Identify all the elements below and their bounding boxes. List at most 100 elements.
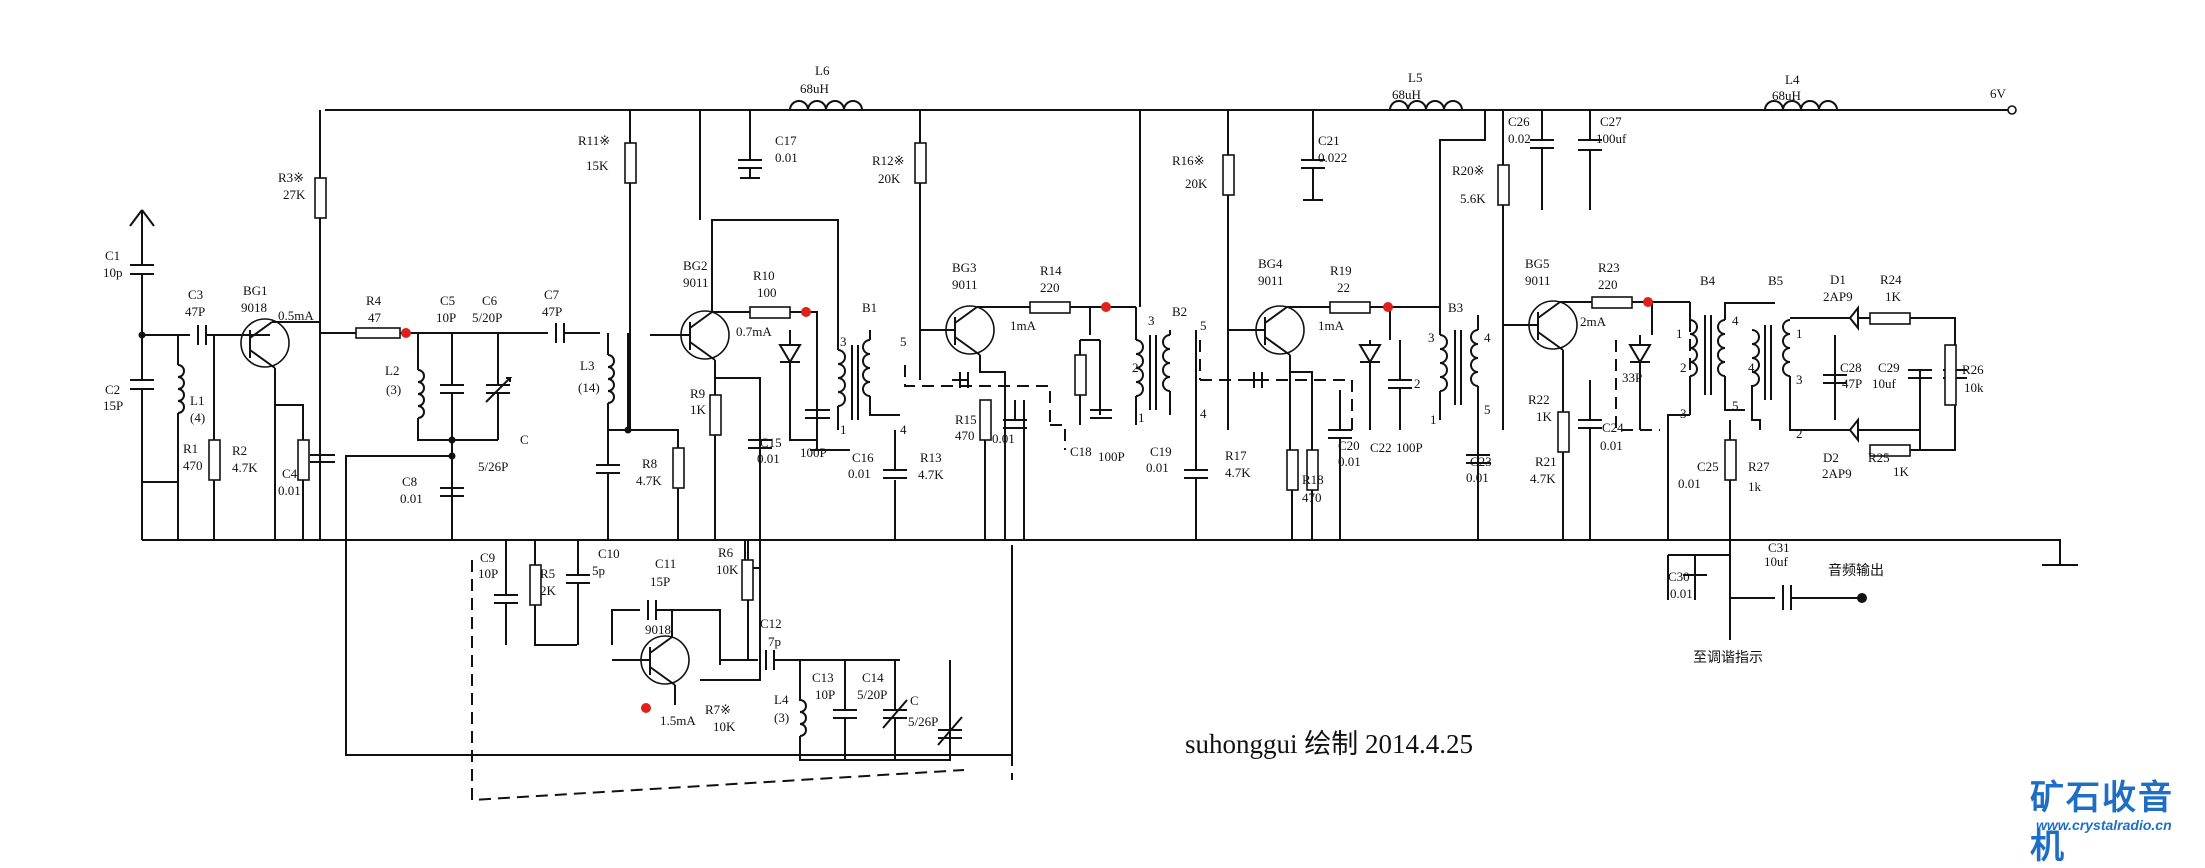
c4-val: 0.01 — [278, 483, 301, 498]
test-point — [1383, 302, 1393, 312]
r18-val: 470 — [1302, 490, 1322, 505]
bg4-ref: BG4 — [1258, 256, 1283, 271]
c26-ref: C26 — [1508, 114, 1530, 129]
c3-ref: C3 — [188, 287, 203, 302]
r5-val: 2K — [540, 583, 557, 598]
r23-ref: R23 — [1598, 260, 1620, 275]
b5-pin2: 2 — [1796, 426, 1803, 441]
test-points — [401, 297, 1653, 713]
c14-ref: C14 — [862, 670, 884, 685]
b5-pin1: 1 — [1796, 326, 1803, 341]
r4-l2-c6-tank — [320, 323, 1013, 756]
test-point — [401, 328, 411, 338]
bg2-type: 9011 — [683, 275, 709, 290]
r25-val: 1K — [1893, 464, 1910, 479]
test-point — [1643, 297, 1653, 307]
r3-ref: R3※ — [278, 170, 304, 185]
r17-ref: R17 — [1225, 448, 1247, 463]
r7-val: 10K — [713, 719, 736, 734]
r5-ref: R5 — [540, 566, 555, 581]
b5-ref: B5 — [1768, 273, 1783, 288]
c4-ref: C4 — [282, 466, 298, 481]
c25-val: 0.01 — [1678, 476, 1701, 491]
r20-val: 5.6K — [1460, 191, 1486, 206]
l2-val: (3) — [386, 382, 401, 397]
b1-ref: B1 — [862, 300, 877, 315]
r7-ref: R7※ — [705, 702, 731, 717]
bg4-type: 9011 — [1258, 273, 1284, 288]
c16-val: 0.01 — [848, 466, 871, 481]
ground-rail — [142, 539, 2078, 566]
test-point — [1101, 302, 1111, 312]
b1-pin3: 3 — [840, 334, 847, 349]
c1-ref: C1 — [105, 248, 120, 263]
c-gang2-val: 5/26P — [908, 714, 938, 729]
c2-ref: C2 — [105, 382, 120, 397]
r21-ref: R21 — [1535, 454, 1557, 469]
bg1-type: 9018 — [241, 300, 267, 315]
radio-schematic: L6 68uH L5 68uH L4 68uH 6V C1 10p C2 15P… — [103, 63, 2078, 802]
input-network — [130, 325, 270, 540]
b1-pin5: 5 — [900, 334, 907, 349]
l2-ref: L2 — [385, 363, 399, 378]
c24-ref: C24 — [1602, 420, 1624, 435]
c6-val: 5/20P — [472, 310, 502, 325]
c-gang1-val: 5/26P — [478, 459, 508, 474]
r17-val: 4.7K — [1225, 465, 1251, 480]
c25-ref: C25 — [1697, 459, 1719, 474]
r2-ref: R2 — [232, 443, 247, 458]
c15-ref: C15 — [760, 435, 782, 450]
b2-pin3: 3 — [1148, 313, 1155, 328]
bg5-ref: BG5 — [1525, 256, 1550, 271]
c10-val: 5p — [592, 563, 605, 578]
c28-val: 47P — [1842, 376, 1862, 391]
l3-c7 — [596, 110, 685, 540]
bg5-current: 2mA — [1580, 314, 1607, 329]
supply-rail — [325, 105, 2017, 115]
bg5-stage — [1497, 110, 1690, 540]
r4-ref: R4 — [366, 293, 382, 308]
c6-ref: C6 — [482, 293, 498, 308]
b3-pin4: 4 — [1484, 330, 1491, 345]
r12-val: 20K — [878, 171, 901, 186]
c5-val: 10P — [436, 310, 456, 325]
r8-val: 4.7K — [636, 473, 662, 488]
c13-ref: C13 — [812, 670, 834, 685]
c9-ref: C9 — [480, 550, 495, 565]
r11-val: 15K — [586, 158, 609, 173]
r27-val: 1k — [1748, 479, 1762, 494]
d2-ref: D2 — [1823, 450, 1839, 465]
author-credit: suhonggui 绘制 2014.4.25 — [1185, 729, 1474, 759]
r8-ref: R8 — [642, 456, 657, 471]
b2-pin4: 4 — [1200, 406, 1207, 421]
bg3-ref: BG3 — [952, 260, 977, 275]
c12-val: 7p — [768, 634, 781, 649]
r1-val: 470 — [183, 458, 203, 473]
l1-val: (4) — [190, 410, 205, 425]
r26-ref: R26 — [1962, 362, 1984, 377]
b5-pin4: 4 — [1748, 360, 1755, 375]
l4-val: 68uH — [1772, 88, 1801, 103]
c11-val: 15P — [650, 574, 670, 589]
b1-pin1: 1 — [840, 422, 847, 437]
oscillator — [494, 540, 963, 761]
site-url: www.crystalradio.cn — [2036, 817, 2172, 833]
c17-ref: C17 — [775, 133, 797, 148]
bg4-stage — [1222, 110, 1440, 540]
osc-current: 1.5mA — [660, 713, 696, 728]
c2-val: 15P — [103, 398, 123, 413]
bg2-current: 0.7mA — [736, 324, 772, 339]
c20-val: 0.01 — [1338, 454, 1361, 469]
c-001-bg3: 0.01 — [992, 431, 1015, 446]
c27-ref: C27 — [1600, 114, 1622, 129]
c18-val: 100P — [1098, 449, 1125, 464]
c17-val: 0.01 — [775, 150, 798, 165]
c21-ref: C21 — [1318, 133, 1340, 148]
supply-label: 6V — [1990, 86, 2007, 101]
b1-pin4: 4 — [900, 422, 907, 437]
r22-val: 1K — [1536, 409, 1553, 424]
test-point — [641, 703, 651, 713]
bg3-current: 1mA — [1010, 318, 1037, 333]
r13-ref: R13 — [920, 450, 942, 465]
r27-ref: R27 — [1748, 459, 1770, 474]
